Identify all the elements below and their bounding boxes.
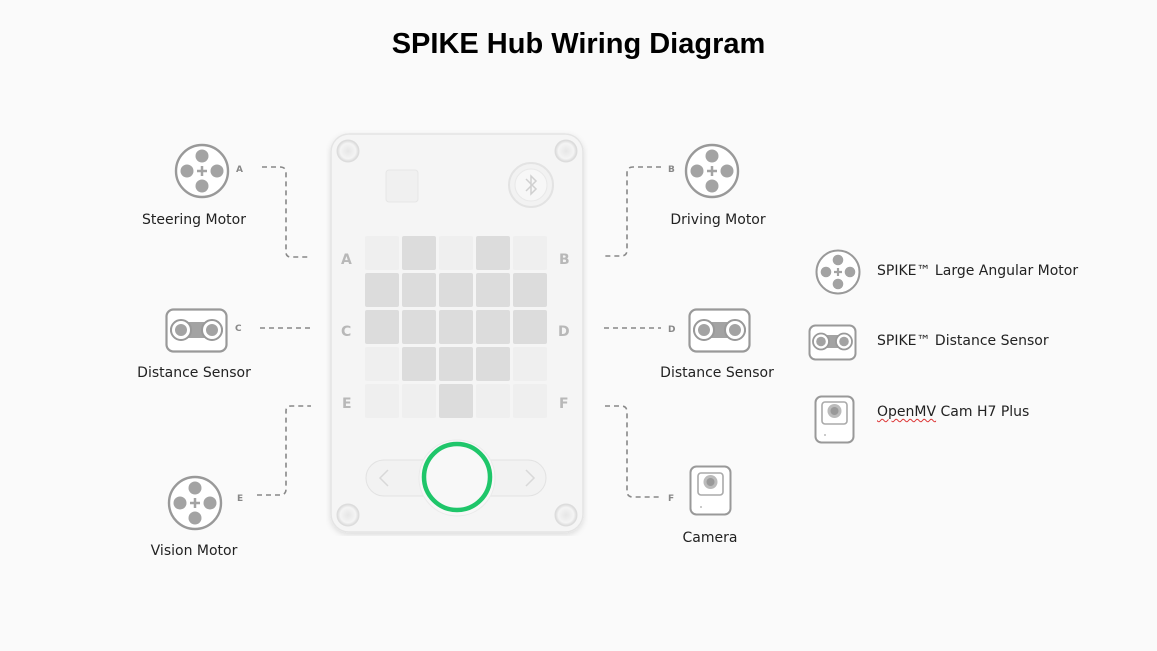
matrix-pixel (439, 347, 473, 381)
light-matrix (365, 236, 547, 418)
vision-motor-label: Vision Motor (150, 543, 238, 559)
matrix-pixel (513, 347, 547, 381)
matrix-pixel (439, 384, 473, 418)
legend-distance-sensor-text: SPIKE™ Distance Sensor (877, 333, 1049, 349)
matrix-pixel (439, 310, 473, 344)
matrix-pixel (513, 310, 547, 344)
legend-distance-sensor-icon (808, 324, 857, 361)
matrix-pixel (513, 236, 547, 270)
matrix-pixel (402, 347, 436, 381)
port-label-b: B (668, 165, 675, 175)
center-button (421, 441, 493, 513)
matrix-pixel (402, 384, 436, 418)
steering-motor-label: Steering Motor (142, 212, 246, 228)
hub-port-a: A (341, 252, 352, 268)
hub-port-f: F (559, 396, 569, 412)
steering-motor-icon (174, 143, 230, 199)
bluetooth-icon (525, 174, 538, 196)
matrix-pixel (476, 310, 510, 344)
matrix-pixel (476, 273, 510, 307)
driving-motor-icon (684, 143, 740, 199)
diagram-title: SPIKE Hub Wiring Diagram (391, 28, 766, 60)
hub-screws (336, 139, 578, 527)
spike-hub (330, 133, 584, 533)
wire-a (262, 166, 308, 258)
port-label-e: E (237, 494, 244, 504)
camera-label: Camera (682, 530, 738, 546)
matrix-pixel (402, 273, 436, 307)
distance-sensor-left-label: Distance Sensor (137, 365, 251, 381)
wire-f (605, 405, 661, 498)
hub-port-e: E (342, 396, 352, 412)
legend-motor-text: SPIKE™ Large Angular Motor (877, 263, 1079, 279)
matrix-pixel (513, 273, 547, 307)
matrix-pixel (476, 384, 510, 418)
distance-sensor-left-icon (165, 308, 228, 353)
matrix-pixel (439, 236, 473, 270)
legend-camera-icon (814, 395, 855, 444)
matrix-pixel (402, 236, 436, 270)
bluetooth-button (508, 162, 554, 208)
port-label-a: A (236, 165, 243, 175)
matrix-pixel (476, 236, 510, 270)
hub-port-c: C (341, 324, 352, 340)
distance-sensor-right-icon (688, 308, 751, 353)
legend-camera-text: OpenMV Cam H7 Plus (877, 404, 1029, 420)
legend-camera-text-rest: Cam H7 Plus (936, 404, 1030, 420)
legend-motor-icon (815, 249, 861, 295)
wire-b (602, 166, 661, 257)
port-label-f: F (668, 494, 675, 504)
matrix-pixel (365, 236, 399, 270)
matrix-pixel (365, 384, 399, 418)
port-label-c: C (235, 324, 242, 334)
vision-motor-icon (167, 475, 223, 531)
matrix-pixel (365, 347, 399, 381)
driving-motor-label: Driving Motor (670, 212, 766, 228)
left-arrow-icon (378, 469, 389, 487)
matrix-pixel (476, 347, 510, 381)
hub-port-d: D (558, 324, 570, 340)
right-arrow-icon (525, 469, 536, 487)
matrix-pixel (513, 384, 547, 418)
matrix-pixel (365, 310, 399, 344)
matrix-pixel (365, 273, 399, 307)
hub-port-b: B (559, 252, 570, 268)
wire-e (257, 405, 311, 496)
lego-logo (385, 169, 419, 203)
camera-icon (689, 465, 732, 516)
legend-camera-text-underlined: OpenMV (877, 404, 937, 420)
distance-sensor-right-label: Distance Sensor (660, 365, 774, 381)
matrix-pixel (439, 273, 473, 307)
matrix-pixel (402, 310, 436, 344)
port-label-d: D (668, 325, 676, 335)
